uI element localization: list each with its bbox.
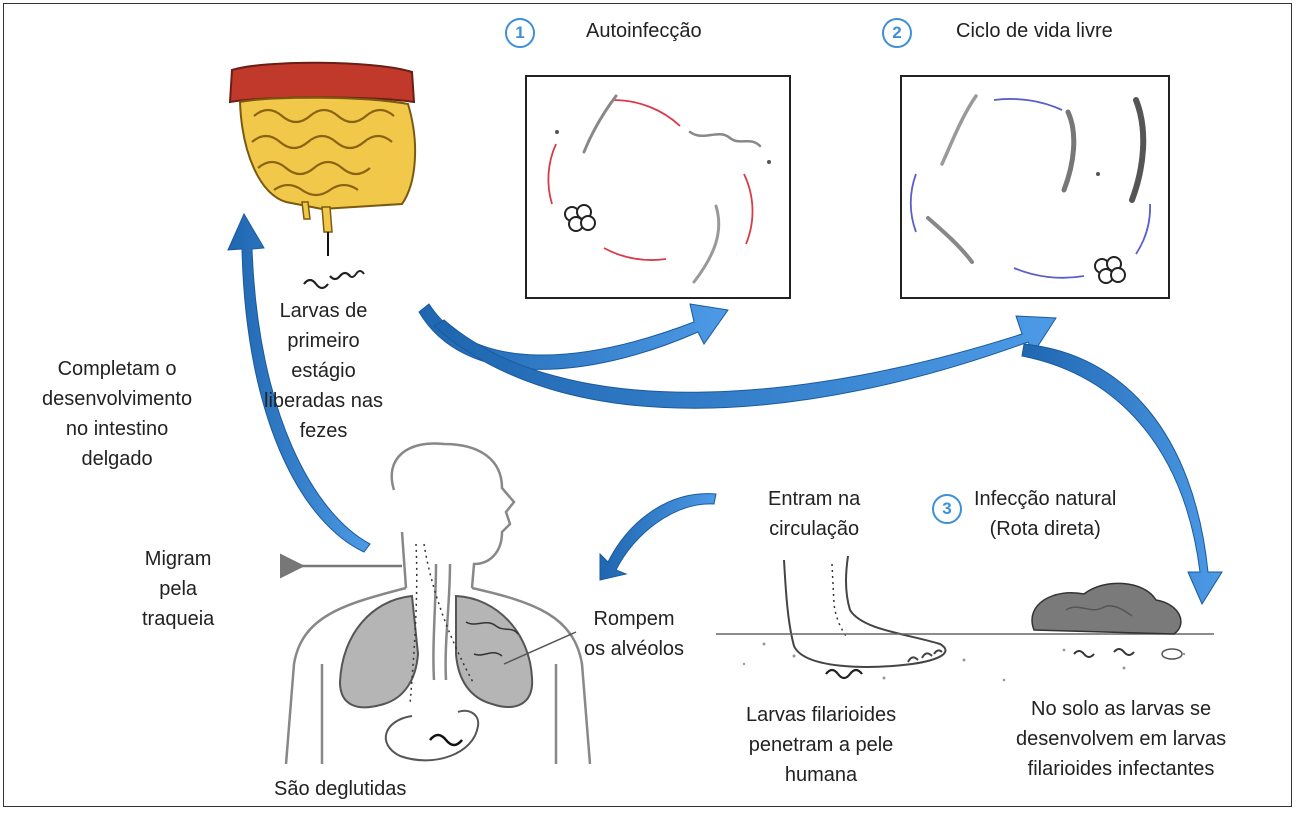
- free-living-cycle-panel: [901, 76, 1169, 298]
- complete-development-label: Completam o desenvolvimento no intestino…: [42, 354, 192, 474]
- swallowed-label: São deglutidas: [274, 774, 406, 804]
- rupture-alveoli-label: Rompem os alvéolos: [584, 604, 684, 664]
- feces-on-soil-illustration: [1032, 583, 1182, 659]
- diagram-illustration: [4, 4, 1293, 808]
- larvae-released-label: Larvas de primeiro estágio liberadas nas…: [264, 296, 383, 446]
- stomach-illustration: [386, 711, 478, 761]
- foot-illustration: [784, 556, 945, 667]
- enter-circulation-label: Entram na circulação: [768, 484, 860, 544]
- stage-3-badge: 3: [932, 494, 962, 524]
- stage-2-title: Ciclo de vida livre: [956, 16, 1113, 46]
- life-cycle-figure: 1 Autoinfecção 2 Ciclo de vida livre 3 I…: [3, 3, 1292, 807]
- stage-1-title: Autoinfecção: [586, 16, 702, 46]
- stage-3-title: Infecção natural (Rota direta): [974, 484, 1116, 544]
- human-torso-illustration: [286, 443, 590, 764]
- stage-2-badge: 2: [882, 18, 912, 48]
- intestine-illustration: [230, 63, 415, 288]
- lungs-illustration: [340, 596, 532, 707]
- soil-larvae-label: No solo as larvas se desenvolvem em larv…: [1016, 694, 1226, 784]
- migrate-trachea-label: Migram pela traqueia: [142, 544, 214, 634]
- autoinfection-cycle-panel: [526, 76, 790, 298]
- stage-1-badge: 1: [505, 18, 535, 48]
- penetrate-skin-label: Larvas filarioides penetram a pele human…: [746, 700, 896, 790]
